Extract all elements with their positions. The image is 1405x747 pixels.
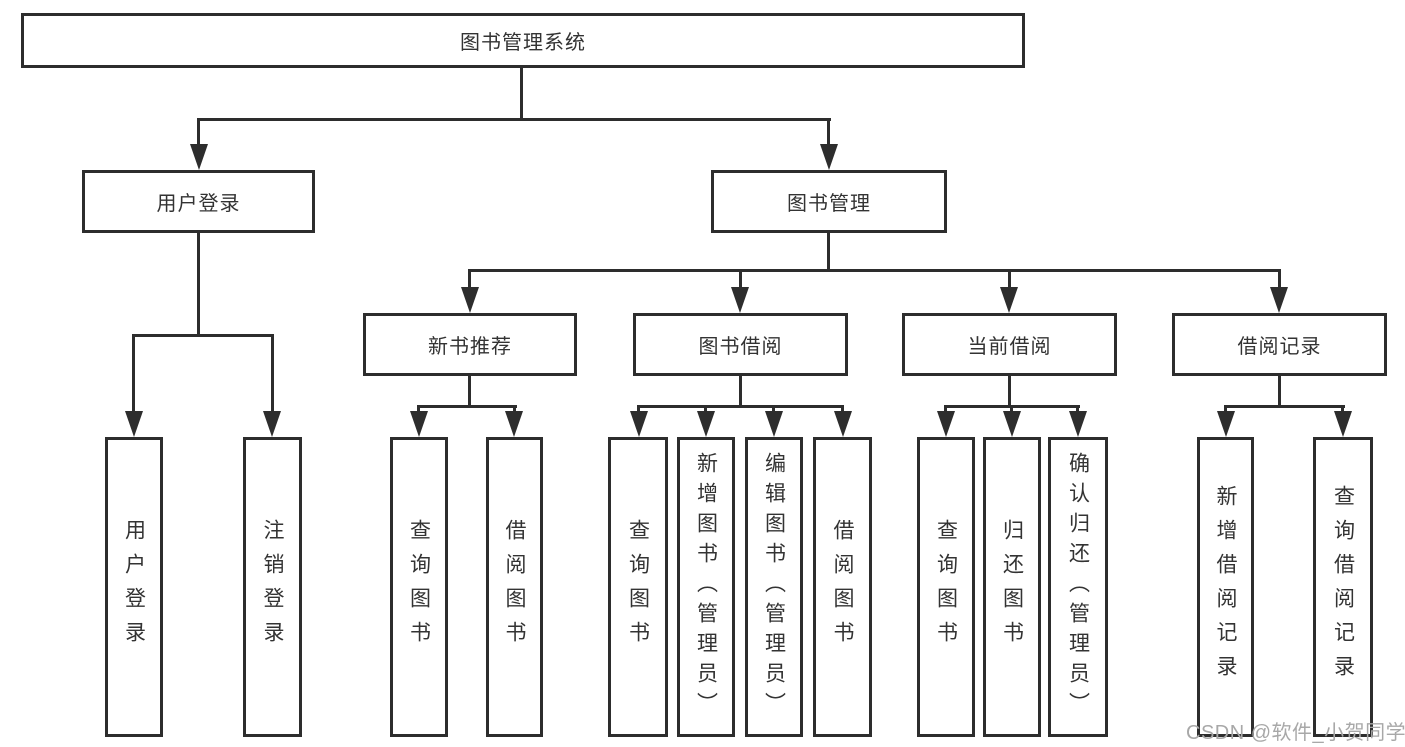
leaf-add-book-admin: 新增图书（管理员） (677, 437, 735, 737)
leaf-query-book-recommend-label: 查询图书 (407, 519, 431, 655)
connector-line (1224, 405, 1227, 413)
connector-line (739, 376, 742, 408)
connector-line (1076, 405, 1079, 413)
connector-line (841, 405, 844, 413)
leaf-edit-book-admin-label: 编辑图书（管理员） (762, 452, 786, 722)
leaf-query-book-recommend: 查询图书 (390, 437, 448, 737)
arrow-down-icon (820, 144, 838, 170)
connector-line (468, 376, 471, 408)
arrow-down-icon (125, 411, 143, 437)
arrow-down-icon (630, 411, 648, 437)
connector-line (132, 334, 135, 413)
leaf-query-book-current-label: 查询图书 (934, 519, 958, 655)
leaf-query-borrow-record: 查询借阅记录 (1313, 437, 1373, 737)
connector-line (132, 334, 274, 337)
connector-line (1008, 376, 1011, 408)
node-root: 图书管理系统 (21, 13, 1025, 68)
node-book-management: 图书管理 (711, 170, 947, 233)
connector-line (827, 233, 830, 272)
node-root-label: 图书管理系统 (460, 32, 586, 54)
arrow-down-icon (1217, 411, 1235, 437)
leaf-logout-login: 注销登录 (243, 437, 302, 737)
connector-line (772, 405, 775, 413)
connector-line (944, 405, 947, 413)
leaf-query-book-borrowing-label: 查询图书 (626, 519, 650, 655)
arrow-down-icon (263, 411, 281, 437)
leaf-add-borrow-record-label: 新增借阅记录 (1214, 485, 1237, 689)
node-book-management-label: 图书管理 (787, 193, 871, 215)
connector-line (637, 405, 640, 413)
arrow-down-icon (1270, 287, 1288, 313)
arrow-down-icon (505, 411, 523, 437)
arrow-down-icon (1334, 411, 1352, 437)
leaf-add-book-admin-label: 新增图书（管理员） (694, 452, 718, 722)
arrow-down-icon (190, 144, 208, 170)
node-book-borrowing-label: 图书借阅 (698, 336, 783, 358)
connector-line (271, 334, 274, 413)
node-current-borrowing: 当前借阅 (902, 313, 1117, 376)
arrow-down-icon (1003, 411, 1021, 437)
leaf-query-book-borrowing: 查询图书 (608, 437, 668, 737)
connector-line (637, 405, 844, 408)
node-new-book-recommend: 新书推荐 (363, 313, 577, 376)
csdn-watermark: CSDN @软件_小贺同学 (1186, 722, 1405, 744)
connector-line (197, 233, 200, 337)
leaf-query-borrow-record-label: 查询借阅记录 (1331, 485, 1355, 689)
connector-line (1010, 405, 1013, 413)
arrow-down-icon (765, 411, 783, 437)
leaf-borrow-book-borrowing-label: 借阅图书 (831, 519, 854, 655)
connector-line (417, 405, 420, 413)
arrow-down-icon (1069, 411, 1087, 437)
connector-line (1008, 269, 1011, 290)
leaf-add-borrow-record: 新增借阅记录 (1197, 437, 1254, 737)
node-borrowing-records-label: 借阅记录 (1237, 336, 1322, 358)
node-book-borrowing: 图书借阅 (633, 313, 848, 376)
connector-line (1278, 269, 1281, 290)
connector-line (827, 118, 830, 146)
node-current-borrowing-label: 当前借阅 (967, 336, 1052, 358)
connector-line (704, 405, 707, 413)
connector-line (197, 118, 200, 146)
leaf-return-book: 归还图书 (983, 437, 1041, 737)
arrow-down-icon (410, 411, 428, 437)
arrow-down-icon (731, 287, 749, 313)
leaf-user-login-label: 用户登录 (122, 519, 146, 655)
node-user-login-label: 用户登录 (156, 193, 241, 215)
arrow-down-icon (937, 411, 955, 437)
connector-line (513, 405, 516, 413)
leaf-confirm-return-admin-label: 确认归还（管理员） (1066, 452, 1090, 722)
arrow-down-icon (834, 411, 852, 437)
arrow-down-icon (697, 411, 715, 437)
node-borrowing-records: 借阅记录 (1172, 313, 1387, 376)
leaf-borrow-book-borrowing: 借阅图书 (813, 437, 872, 737)
leaf-edit-book-admin: 编辑图书（管理员） (745, 437, 803, 737)
node-new-book-recommend-label: 新书推荐 (428, 336, 512, 358)
leaf-query-book-current: 查询图书 (917, 437, 975, 737)
connector-line (520, 68, 523, 121)
connector-line (197, 118, 831, 121)
connector-line (468, 269, 1281, 272)
leaf-confirm-return-admin: 确认归还（管理员） (1048, 437, 1108, 737)
node-user-login: 用户登录 (82, 170, 315, 233)
connector-line (1341, 405, 1344, 413)
leaf-user-login: 用户登录 (105, 437, 163, 737)
leaf-borrow-book-recommend-label: 借阅图书 (503, 519, 526, 655)
connector-line (417, 405, 517, 408)
leaf-logout-login-label: 注销登录 (261, 519, 284, 655)
connector-line (468, 269, 471, 290)
connector-line (1278, 376, 1281, 408)
leaf-return-book-label: 归还图书 (1000, 519, 1024, 655)
connector-line (1224, 405, 1345, 408)
leaf-borrow-book-recommend: 借阅图书 (486, 437, 543, 737)
connector-line (739, 269, 742, 290)
arrow-down-icon (1000, 287, 1018, 313)
arrow-down-icon (461, 287, 479, 313)
